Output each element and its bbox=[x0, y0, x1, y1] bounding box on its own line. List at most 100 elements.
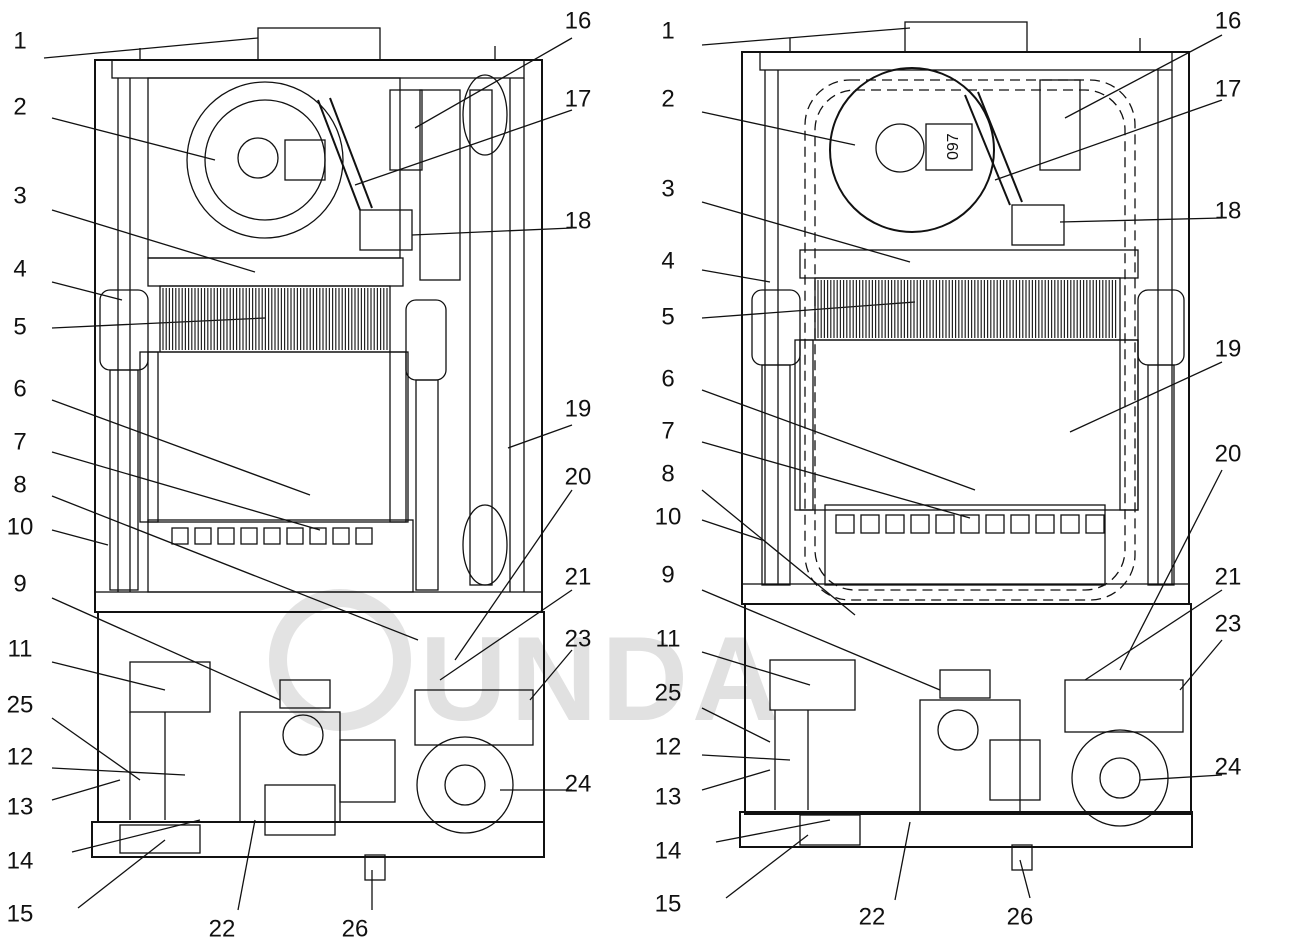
callout-number-6: 6 bbox=[661, 365, 674, 392]
leader-line-12 bbox=[701, 754, 791, 761]
leader-line-5 bbox=[51, 317, 266, 329]
callout-number-18: 18 bbox=[1215, 197, 1242, 224]
callouts-right: 1234567810911251213141516171819202123242… bbox=[655, 7, 1242, 930]
leader-line-1 bbox=[43, 37, 259, 59]
callout-number-26: 26 bbox=[1007, 903, 1034, 930]
watermark-text: UNDA bbox=[420, 612, 783, 746]
callout-number-4: 4 bbox=[661, 247, 674, 274]
callout-number-5: 5 bbox=[13, 313, 26, 340]
callout-number-9: 9 bbox=[13, 570, 26, 597]
fan-label: 097 bbox=[945, 133, 962, 160]
callout-number-13: 13 bbox=[655, 783, 682, 810]
callout-number-22: 22 bbox=[859, 903, 886, 930]
burner-ramps-left-cells bbox=[171, 527, 373, 545]
leader-line-3 bbox=[51, 209, 256, 273]
watermark: UNDA bbox=[269, 589, 783, 746]
leader-line-24 bbox=[1139, 774, 1223, 781]
boiler-left-drawing: /* fins drawn below */ bbox=[91, 27, 545, 881]
callout-number-24: 24 bbox=[1215, 753, 1242, 780]
leader-line-21 bbox=[1084, 589, 1223, 681]
callout-number-7: 7 bbox=[661, 417, 674, 444]
callout-number-10: 10 bbox=[655, 503, 682, 530]
leader-line-8 bbox=[51, 495, 419, 641]
callout-number-12: 12 bbox=[7, 743, 34, 770]
leader-line-19 bbox=[507, 424, 573, 449]
callout-number-20: 20 bbox=[565, 463, 592, 490]
callout-number-15: 15 bbox=[7, 900, 34, 927]
callout-number-25: 25 bbox=[7, 691, 34, 718]
leader-line-12 bbox=[51, 767, 186, 776]
leader-line-17 bbox=[354, 109, 573, 186]
leader-line-10 bbox=[701, 519, 763, 541]
callout-number-19: 19 bbox=[1215, 335, 1242, 362]
leader-line-18 bbox=[1059, 217, 1223, 223]
leader-line-4 bbox=[51, 281, 123, 301]
leader-line-7 bbox=[701, 441, 971, 519]
leader-line-20 bbox=[1119, 469, 1223, 671]
fins-right bbox=[817, 280, 1117, 338]
leader-line-22 bbox=[237, 819, 256, 911]
callout-number-14: 14 bbox=[655, 837, 682, 864]
leader-line-20 bbox=[454, 489, 573, 661]
callout-number-1: 1 bbox=[661, 17, 674, 44]
callout-number-24: 24 bbox=[565, 770, 592, 797]
callout-number-9: 9 bbox=[661, 561, 674, 588]
leader-line-25 bbox=[51, 717, 141, 781]
fins-left bbox=[162, 288, 388, 350]
leader-line-17 bbox=[994, 99, 1223, 181]
leader-line-23 bbox=[1179, 639, 1223, 691]
leader-line-2 bbox=[701, 111, 856, 146]
leader-line-2 bbox=[51, 117, 216, 161]
callout-number-3: 3 bbox=[13, 182, 26, 209]
callout-number-26: 26 bbox=[342, 915, 369, 941]
callout-number-7: 7 bbox=[13, 428, 26, 455]
leader-line-15 bbox=[77, 839, 166, 909]
callout-number-15: 15 bbox=[655, 890, 682, 917]
callouts-left: 1234567810911251213141516171819202123242… bbox=[7, 7, 592, 941]
callout-number-5: 5 bbox=[661, 303, 674, 330]
callout-number-3: 3 bbox=[661, 175, 674, 202]
callout-number-14: 14 bbox=[7, 847, 34, 874]
leader-line-13 bbox=[701, 769, 771, 791]
callout-number-8: 8 bbox=[661, 460, 674, 487]
callout-number-17: 17 bbox=[565, 85, 592, 112]
callout-number-19: 19 bbox=[565, 395, 592, 422]
leader-line-6 bbox=[701, 389, 976, 491]
leader-line-16 bbox=[1064, 34, 1223, 119]
callout-number-6: 6 bbox=[13, 375, 26, 402]
callout-number-10: 10 bbox=[7, 513, 34, 540]
leader-line-25 bbox=[701, 707, 771, 743]
leader-line-10 bbox=[51, 529, 109, 546]
leader-line-18 bbox=[411, 227, 573, 236]
callout-number-23: 23 bbox=[1215, 610, 1242, 637]
leader-line-14 bbox=[715, 819, 831, 843]
callout-number-23: 23 bbox=[565, 625, 592, 652]
callout-number-11: 11 bbox=[656, 625, 681, 652]
leader-line-6 bbox=[51, 399, 311, 496]
leader-line-26 bbox=[1019, 859, 1031, 899]
boiler-right-drawing: 097 bbox=[739, 21, 1193, 871]
callout-number-1: 1 bbox=[13, 27, 26, 54]
burner-ramps-right-cells bbox=[835, 514, 1105, 534]
callout-number-2: 2 bbox=[661, 85, 674, 112]
leader-line-7 bbox=[51, 451, 321, 531]
callout-number-22: 22 bbox=[209, 915, 236, 941]
leader-line-16 bbox=[414, 37, 573, 129]
leader-line-22 bbox=[894, 821, 911, 901]
callout-number-12: 12 bbox=[655, 733, 682, 760]
leader-line-5 bbox=[701, 301, 916, 319]
leader-line-15 bbox=[725, 834, 809, 899]
callout-number-8: 8 bbox=[13, 471, 26, 498]
leader-line-9 bbox=[51, 597, 281, 701]
callout-number-25: 25 bbox=[655, 679, 682, 706]
callout-number-13: 13 bbox=[7, 793, 34, 820]
callout-number-11: 11 bbox=[8, 635, 33, 662]
leader-line-14 bbox=[71, 819, 201, 853]
callout-number-21: 21 bbox=[565, 563, 592, 590]
callout-number-18: 18 bbox=[565, 207, 592, 234]
callout-number-16: 16 bbox=[565, 7, 592, 34]
leader-line-11 bbox=[51, 661, 166, 691]
callout-number-4: 4 bbox=[13, 255, 26, 282]
leader-line-4 bbox=[701, 269, 771, 283]
